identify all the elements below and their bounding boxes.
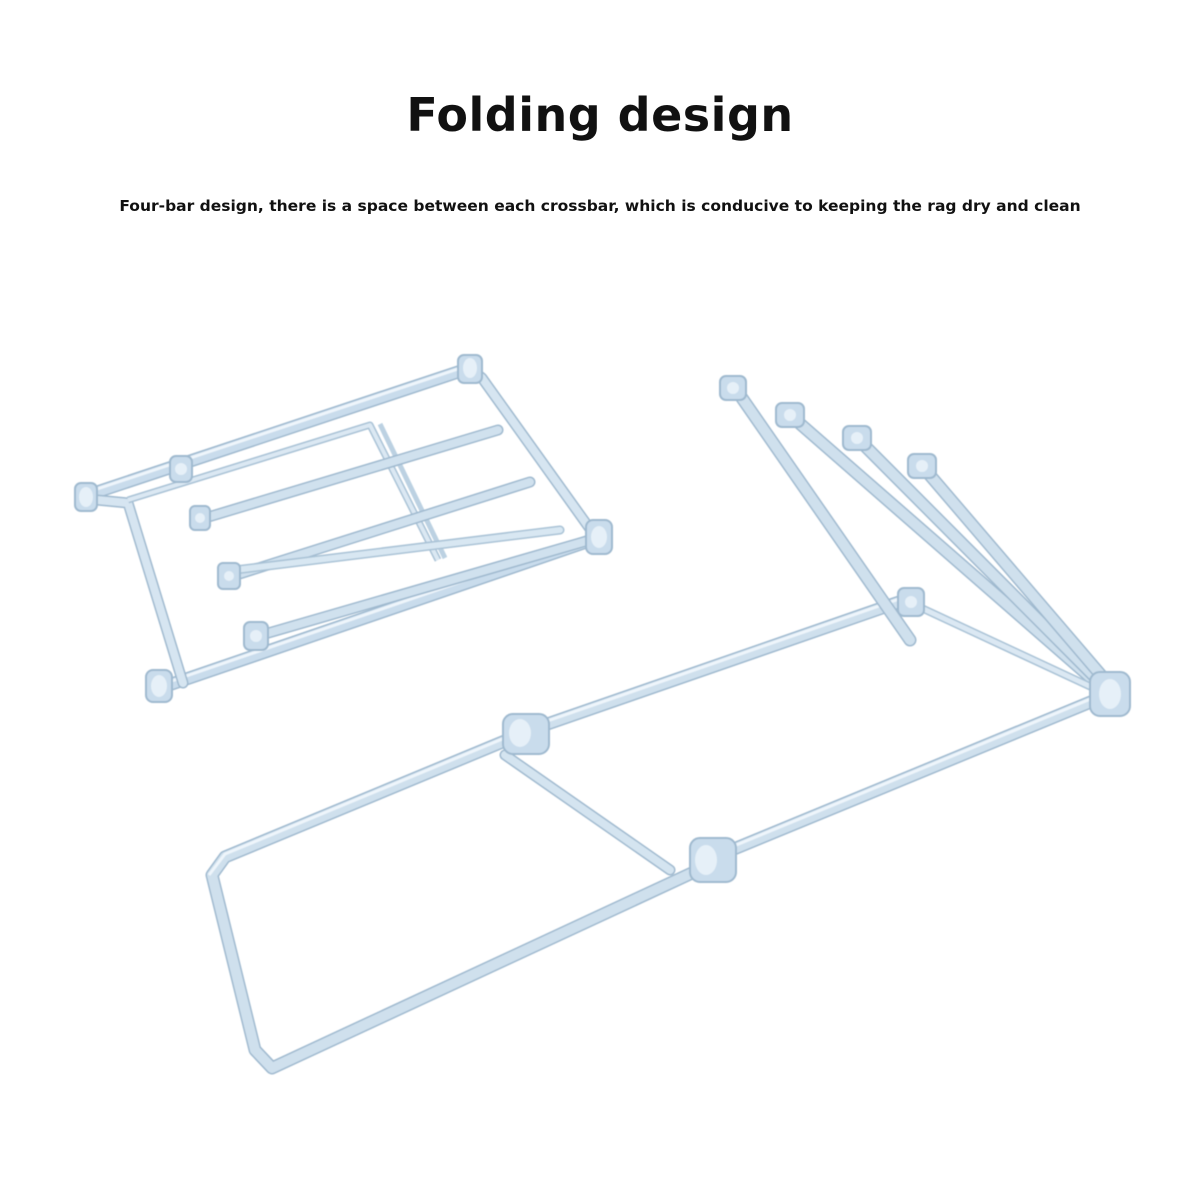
unfolded-rack-joint bbox=[502, 713, 550, 755]
folded-rack-crossbar-cap bbox=[217, 562, 241, 590]
unfolded-rack-arm-cap bbox=[907, 453, 937, 479]
folded-rack-end-cap bbox=[457, 354, 483, 384]
folded-rack-end-cap bbox=[585, 519, 613, 555]
unfolded-rack-arm-cap bbox=[842, 425, 872, 451]
unfolded-rack bbox=[205, 375, 1131, 1075]
unfolded-rack-joint bbox=[897, 587, 925, 617]
unfolded-rack-joint bbox=[689, 837, 737, 883]
unfolded-rack-base-crossbar bbox=[499, 749, 676, 876]
unfolded-rack-base-frame bbox=[205, 731, 727, 1075]
unfolded-rack-strut bbox=[911, 601, 1106, 696]
folded-rack-crossbar bbox=[199, 424, 504, 524]
folded-rack-frame bbox=[91, 494, 189, 689]
unfolded-rack-arm bbox=[850, 431, 1115, 697]
unfolded-rack-arm-cap bbox=[775, 402, 805, 428]
folded-rack-crossbar-cap bbox=[243, 621, 269, 651]
folded-rack-frame bbox=[464, 362, 604, 546]
folded-rack-tube bbox=[81, 361, 477, 502]
unfolded-rack-side-tube bbox=[523, 593, 912, 737]
unfolded-rack-side-tube bbox=[705, 687, 1117, 865]
unfolded-rack-joint bbox=[1089, 671, 1131, 717]
folded-rack bbox=[74, 354, 613, 703]
description: Four-bar design, there is a space betwee… bbox=[119, 197, 1081, 215]
unfolded-rack-arm bbox=[783, 408, 1112, 697]
folded-rack-crossbar bbox=[230, 525, 565, 575]
folded-rack-joint bbox=[169, 455, 193, 483]
unfolded-rack-arm bbox=[915, 459, 1119, 695]
headline: Folding design bbox=[406, 88, 794, 142]
folded-rack-crossbar bbox=[252, 534, 596, 642]
unfolded-rack-arm bbox=[728, 381, 917, 647]
folded-rack-end-cap bbox=[145, 669, 173, 703]
unfolded-rack-arm-cap bbox=[719, 375, 747, 401]
folded-rack-end-cap bbox=[74, 482, 98, 512]
folded-rack-crossbar-cap bbox=[189, 505, 211, 531]
